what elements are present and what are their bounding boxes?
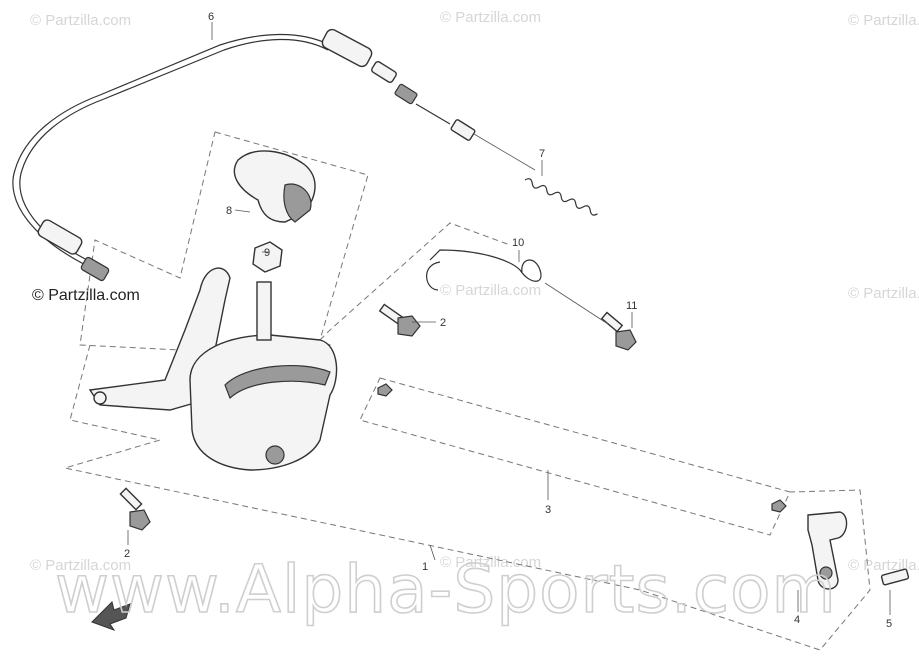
- knob-nut: [252, 241, 283, 273]
- watermark-partzilla: © Partzilla.com: [848, 12, 919, 29]
- callout-2-upper: 2: [440, 317, 446, 329]
- watermark-partzilla: © Partzilla.com: [848, 557, 919, 574]
- shift-rod: [377, 383, 787, 513]
- shifter-lever-shaft: [256, 281, 272, 341]
- front-direction-arrow: [91, 601, 131, 631]
- callout-4: 4: [794, 614, 800, 626]
- bolt-part-2-upper: [378, 303, 421, 337]
- shift-arm: [807, 511, 848, 590]
- callout-8: 8: [226, 205, 232, 217]
- callout-10: 10: [512, 237, 524, 249]
- watermark-partzilla-dark: © Partzilla.com: [32, 287, 140, 304]
- bolt-part-2-lower: [119, 487, 151, 531]
- callout-5: 5: [886, 618, 892, 630]
- return-spring: [524, 178, 598, 216]
- cable-adjuster: [80, 256, 110, 282]
- watermark-partzilla: © Partzilla.com: [440, 9, 541, 26]
- bolt-part-11: [600, 311, 637, 351]
- cable-bracket-clip: [426, 261, 441, 291]
- watermark-partzilla: © Partzilla.com: [848, 285, 919, 302]
- watermark-alpha-sports: www.Alpha-Sports.com: [55, 551, 837, 628]
- shift-cable-inner: [19, 38, 329, 269]
- bolt-part-5: [880, 568, 910, 586]
- shift-knob: [233, 150, 316, 223]
- callout-9: 9: [264, 247, 270, 259]
- watermark-partzilla: © Partzilla.com: [440, 554, 541, 571]
- callout-6: 6: [208, 11, 214, 23]
- callout-7: 7: [539, 148, 545, 160]
- shift-cable: [12, 33, 331, 273]
- watermark-partzilla: © Partzilla.com: [30, 12, 131, 29]
- shaft-group-outline: [359, 377, 791, 536]
- cable-boot: [37, 219, 83, 255]
- callout-2-lower: 2: [124, 548, 130, 560]
- shifter-assembly: [88, 267, 338, 471]
- callout-3: 3: [545, 504, 551, 516]
- leader-lines: [127, 22, 891, 615]
- cable-bracket: [429, 249, 542, 282]
- knob-leader-outline: [319, 222, 511, 341]
- cable-end-boot: [321, 28, 373, 68]
- cable-end-fittings: [371, 60, 476, 141]
- callout-11: 11: [626, 300, 637, 312]
- shifter-pivot-bolt: [265, 445, 285, 465]
- lower-group-outline: [64, 344, 871, 651]
- callout-1: 1: [422, 561, 428, 573]
- watermark-partzilla: © Partzilla.com: [440, 282, 541, 299]
- watermark-partzilla: © Partzilla.com: [30, 557, 131, 574]
